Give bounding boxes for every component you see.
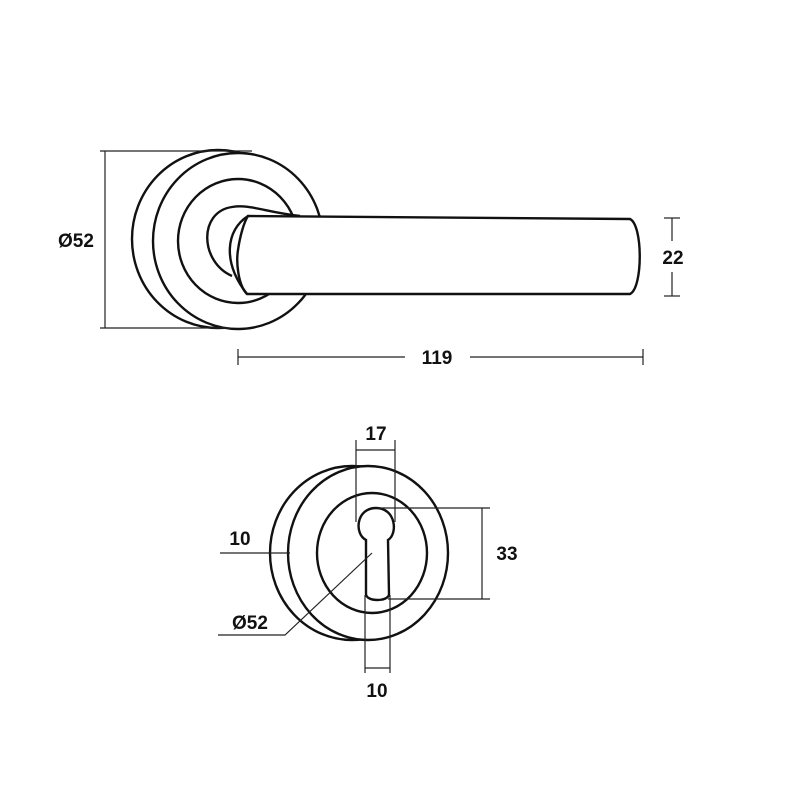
lever-length-label: 119	[422, 348, 453, 369]
slot-width-dimension: 10	[364, 595, 391, 702]
escutcheon-drawing	[268, 464, 450, 642]
lever-height-dimension: 22	[662, 217, 684, 297]
escutcheon-diameter-label: Ø52	[232, 613, 268, 634]
keyhole-width-label: 17	[365, 424, 386, 445]
thickness-dimension: 10	[220, 529, 290, 554]
rose-diameter-label: Ø52	[58, 231, 94, 252]
lever-length-dimension: 119	[237, 348, 644, 369]
lever-body	[236, 214, 641, 296]
keyhole-height-dimension: 33	[378, 507, 518, 600]
keyhole-icon	[357, 506, 396, 602]
lever-neck	[206, 205, 301, 278]
rose-diameter-dimension: Ø52	[58, 150, 252, 329]
lever-height-label: 22	[662, 248, 683, 269]
escutcheon-diameter-dimension: Ø52	[218, 552, 373, 636]
keyhole-height-label: 33	[496, 544, 517, 565]
thickness-label: 10	[229, 529, 250, 550]
lever-end-curve	[228, 214, 249, 295]
escutcheon-inner-ring	[315, 491, 429, 615]
lever-handle-drawing	[130, 148, 641, 331]
slot-width-label: 10	[366, 681, 387, 702]
